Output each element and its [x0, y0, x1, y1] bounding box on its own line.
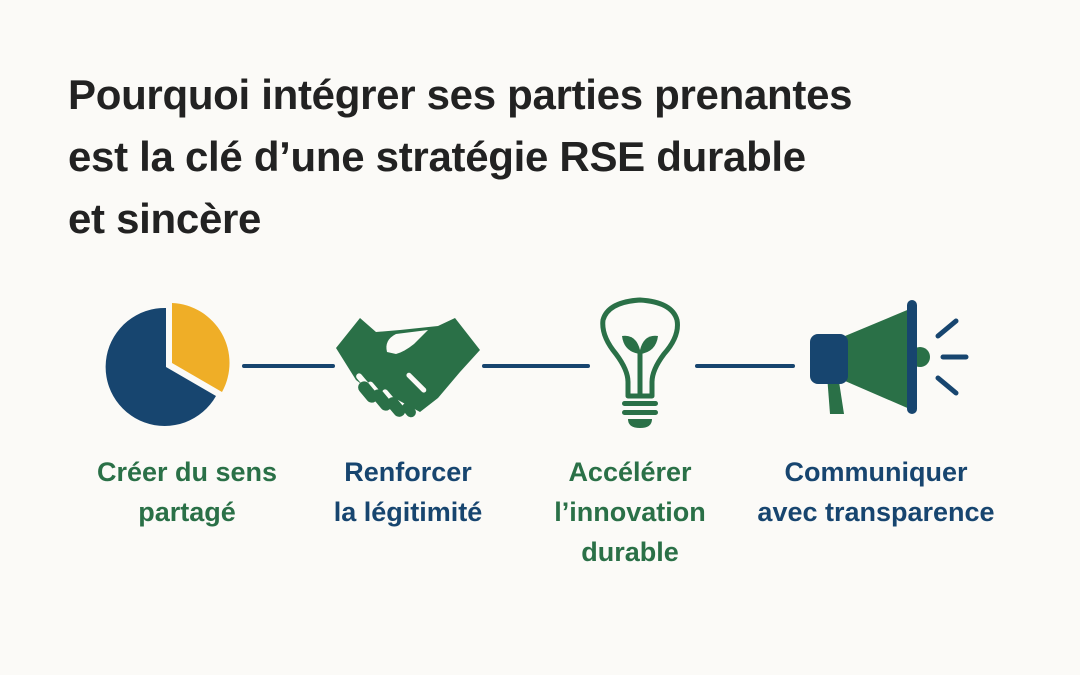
step-label-line: l’innovation [554, 497, 706, 527]
pie-chart-icon [105, 303, 230, 426]
title-line: et sincère [68, 195, 262, 242]
lightbulb-sprout-icon [600, 297, 680, 428]
step-label-line: Communiquer [784, 457, 968, 487]
step-label-shared-meaning: Créer du sens partagé [67, 452, 307, 532]
step-label-innovation: Accélérer l’innovation durable [510, 452, 750, 572]
step-label-line: Créer du sens [96, 457, 278, 487]
handshake-icon [336, 318, 480, 418]
step-label-line: la légitimité [333, 497, 483, 527]
step-label-line: partagé [138, 497, 236, 527]
step-label-line: avec transparence [757, 497, 995, 527]
step-label-transparency: Communiquer avec transparence [746, 452, 1006, 532]
step-label-line: Accélérer [568, 457, 692, 487]
title-line: est la clé d’une stratégie RSE durable [68, 133, 806, 180]
title-line: Pourquoi intégrer ses parties prenantes [68, 71, 853, 118]
step-label-line: durable [581, 537, 679, 567]
step-label-legitimacy: Renforcer la légitimité [288, 452, 528, 532]
step-label-line: Renforcer [344, 457, 472, 487]
megaphone-icon [810, 300, 969, 414]
page-title: Pourquoi intégrer ses parties prenantes … [68, 64, 853, 250]
